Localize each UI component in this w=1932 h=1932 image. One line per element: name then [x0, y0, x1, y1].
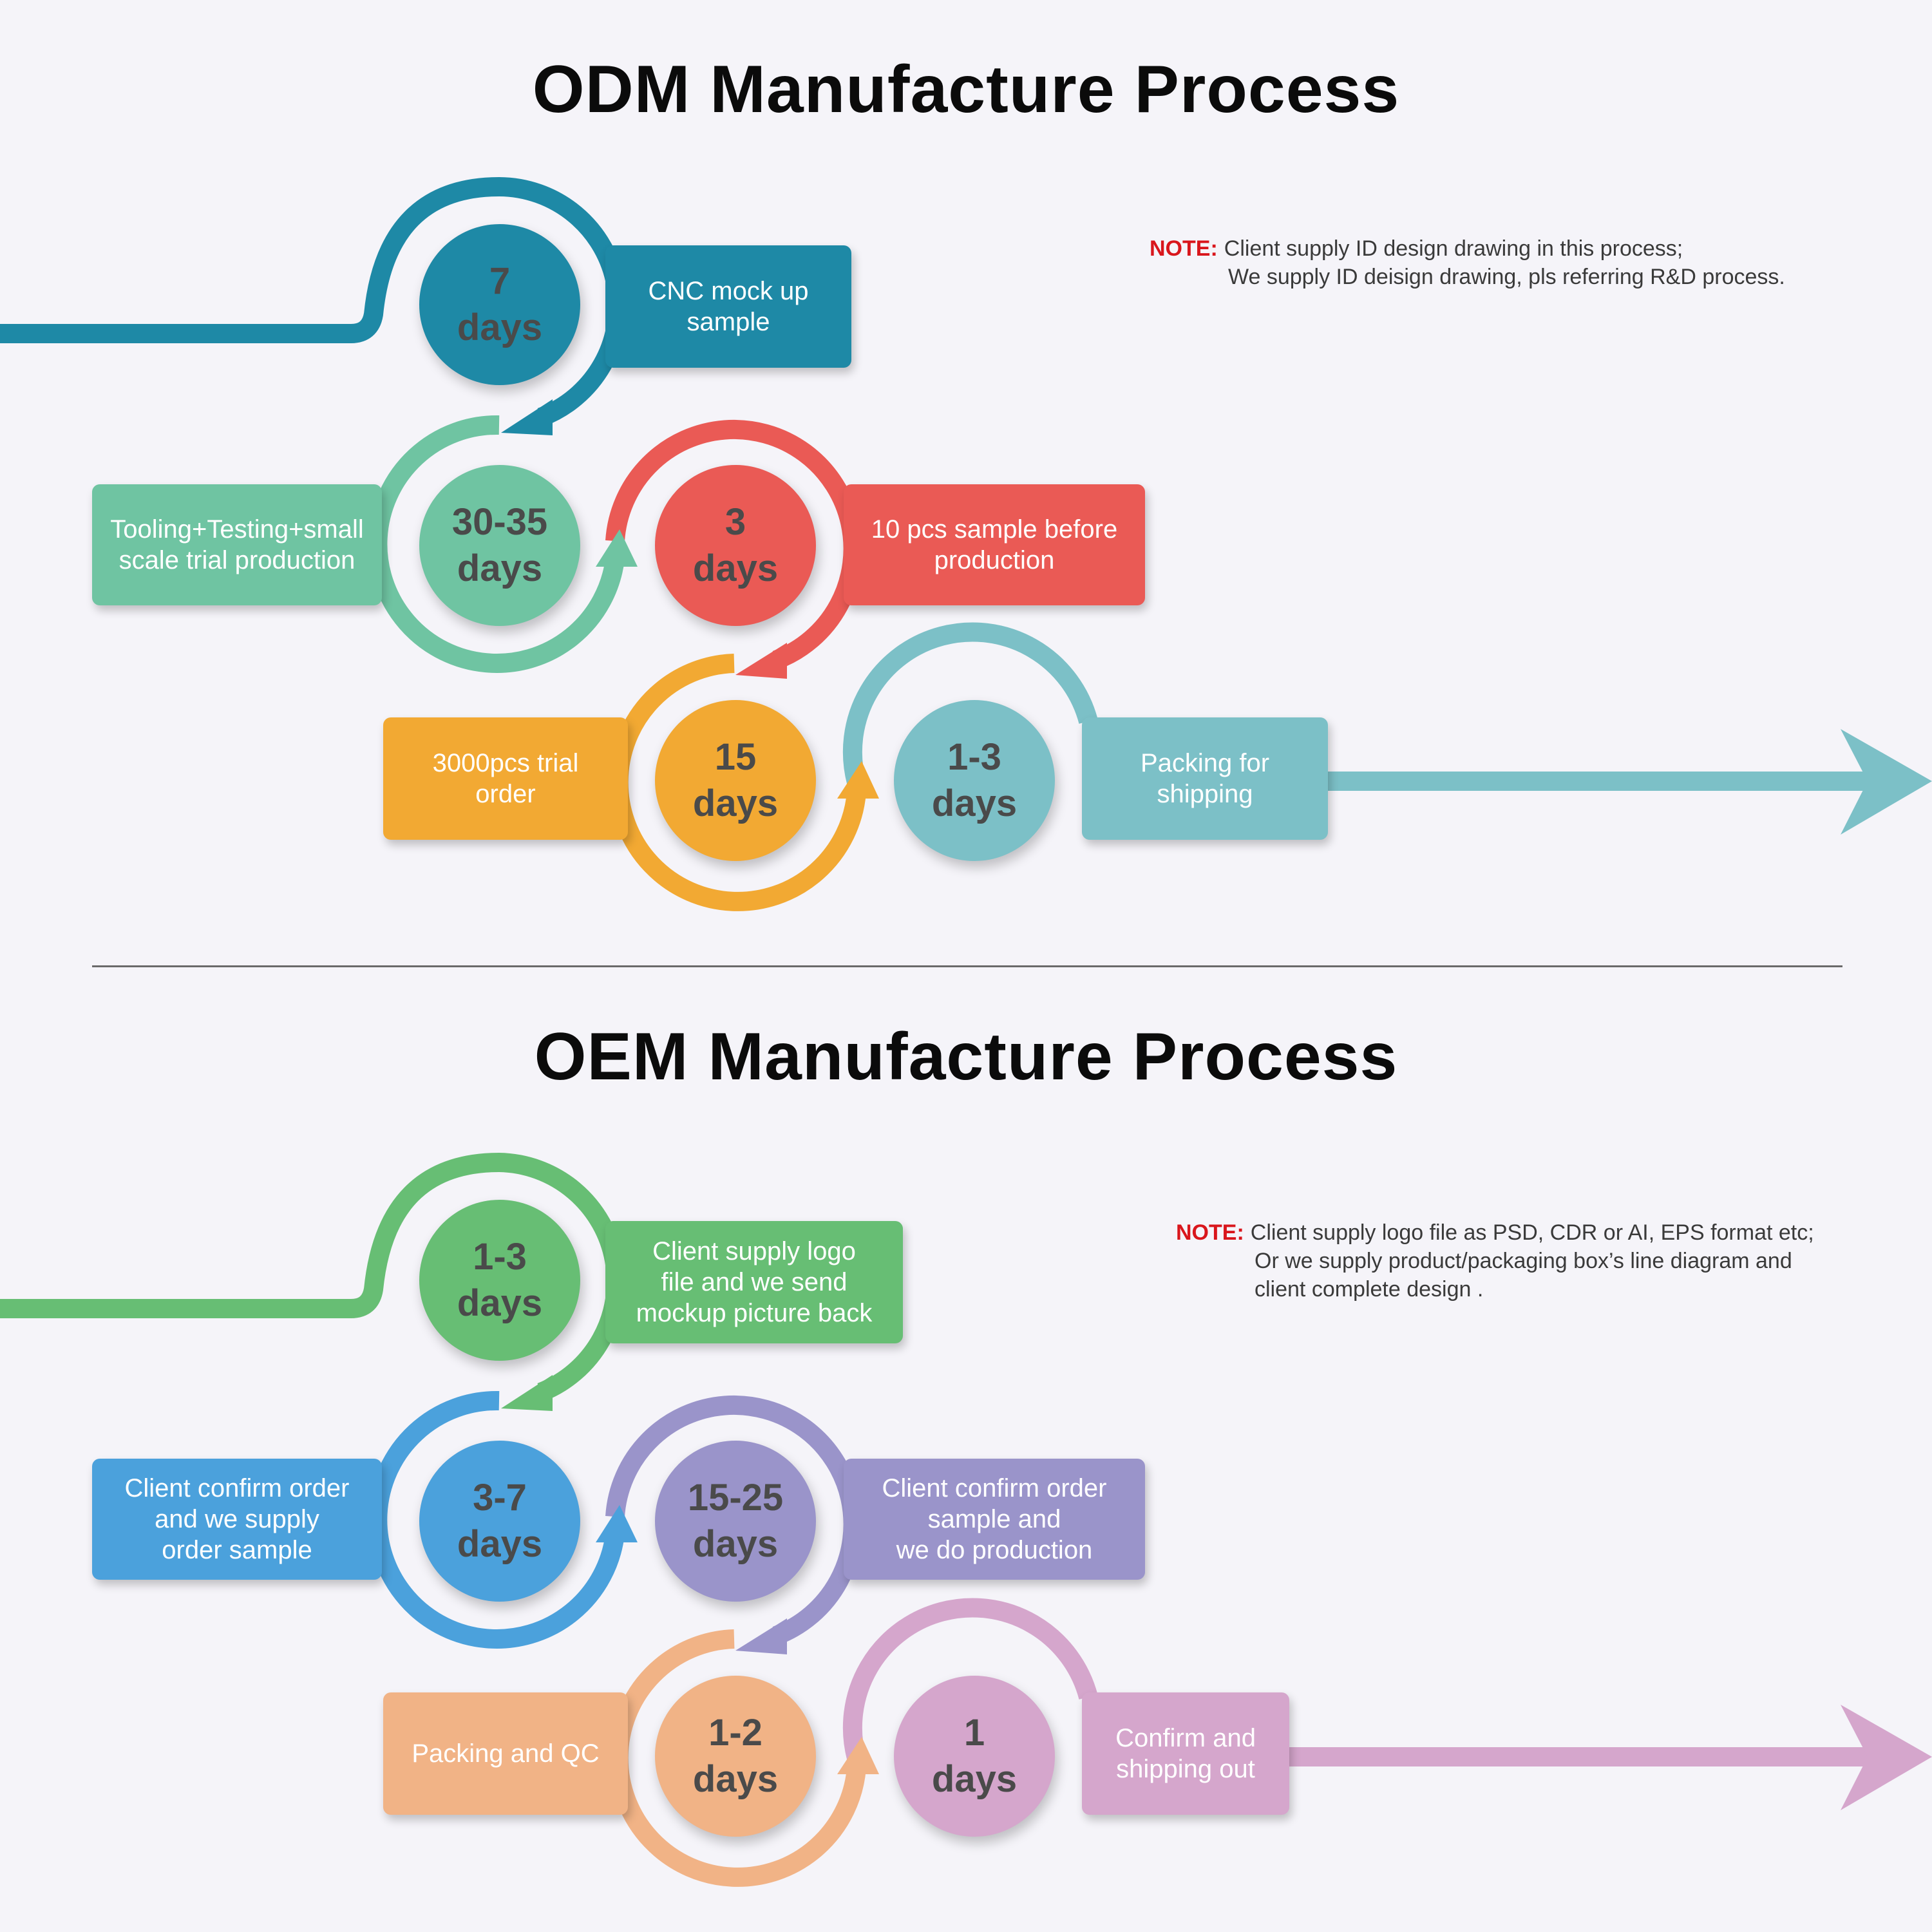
oem-arrowhead-1	[501, 1375, 553, 1411]
odm-note-line: We supply ID deisign drawing, pls referr…	[1228, 265, 1785, 289]
odm-note-label: NOTE:	[1150, 236, 1218, 261]
odm-ring-2	[368, 415, 625, 673]
oem-step-3-label-box: Client confirm order sample and we do pr…	[844, 1459, 1145, 1580]
oem-step-2-label-box: Client confirm order and we supply order…	[92, 1459, 382, 1580]
odm-step-2-label: Tooling+Testing+small scale trial produc…	[110, 515, 364, 574]
odm-step-5-duration: 1-3 days	[931, 736, 1018, 824]
odm-arrowhead-1	[501, 399, 553, 435]
odm-step-5-label: Packing for shipping	[1140, 749, 1270, 808]
odm-note: NOTE:Client supply ID design drawing in …	[1150, 234, 1785, 291]
odm-ring-3	[605, 419, 863, 670]
oem-outflow-arrowhead	[1841, 1705, 1932, 1810]
oem-step-2-duration-circle: 3-7 days	[419, 1441, 580, 1602]
oem-arrowhead-3	[735, 1618, 787, 1654]
oem-step-1-duration: 1-3 days	[457, 1236, 543, 1324]
odm-step-1-label-box: CNC mock up sample	[605, 245, 851, 368]
odm-step-1-duration-circle: 7 days	[419, 224, 580, 385]
oem-step-2-duration: 3-7 days	[457, 1477, 543, 1565]
oem-step-5-label: Confirm and shipping out	[1115, 1724, 1256, 1783]
oem-step-1-label: Client supply logo file and we send mock…	[636, 1237, 873, 1327]
odm-step-3-duration-circle: 3 days	[655, 465, 816, 626]
oem-step-4-duration-circle: 1-2 days	[655, 1676, 816, 1837]
odm-note-line: Client supply ID design drawing in this …	[1224, 236, 1683, 261]
odm-ring-5	[842, 622, 1098, 785]
oem-title: OEM Manufacture Process	[534, 1019, 1398, 1094]
oem-note-line: Or we supply product/packaging box’s lin…	[1255, 1249, 1792, 1273]
odm-step-5-label-box: Packing for shipping	[1082, 717, 1328, 840]
oem-step-4-duration: 1-2 days	[692, 1712, 779, 1800]
oem-arrowhead-2	[596, 1505, 638, 1542]
odm-step-3-label: 10 pcs sample before production	[871, 515, 1118, 574]
odm-title: ODM Manufacture Process	[532, 52, 1400, 127]
oem-step-5-label-box: Confirm and shipping out	[1082, 1692, 1289, 1815]
section-divider	[92, 965, 1842, 967]
oem-lead-in-line	[0, 1152, 626, 1401]
odm-ring-4	[609, 654, 866, 911]
oem-step-4-label-box: Packing and QC	[383, 1692, 628, 1815]
odm-step-4-duration: 15 days	[692, 736, 779, 824]
odm-step-1-label: CNC mock up sample	[648, 277, 809, 336]
odm-step-5-duration-circle: 1-3 days	[894, 700, 1055, 861]
odm-arrowhead-3	[735, 643, 787, 679]
odm-step-2-duration-circle: 30-35 days	[419, 465, 580, 626]
oem-step-4-label: Packing and QC	[412, 1739, 600, 1768]
oem-note: NOTE:Client supply logo file as PSD, CDR…	[1176, 1218, 1814, 1303]
odm-step-3-label-box: 10 pcs sample before production	[844, 484, 1145, 605]
oem-arrowhead-4	[837, 1737, 879, 1774]
oem-step-1-label-box: Client supply logo file and we send mock…	[605, 1221, 903, 1343]
odm-step-1-duration: 7 days	[457, 260, 543, 348]
oem-note-line: client complete design .	[1255, 1277, 1484, 1302]
odm-step-4-label: 3000pcs trial order	[432, 749, 579, 808]
odm-arrowhead-2	[596, 529, 638, 567]
odm-lead-in-line	[0, 176, 628, 427]
odm-outflow-arrowhead	[1841, 729, 1932, 835]
oem-step-2-label: Client confirm order and we supply order…	[124, 1474, 350, 1564]
odm-step-4-duration-circle: 15 days	[655, 700, 816, 861]
oem-note-line: Client supply logo file as PSD, CDR or A…	[1250, 1220, 1814, 1245]
oem-ring-5	[842, 1598, 1098, 1761]
oem-step-3-label: Client confirm order sample and we do pr…	[882, 1474, 1107, 1564]
oem-ring-4	[609, 1629, 866, 1887]
odm-step-3-duration: 3 days	[692, 501, 779, 589]
odm-arrowhead-4	[837, 761, 879, 799]
oem-ring-3	[605, 1395, 863, 1645]
odm-step-2-label-box: Tooling+Testing+small scale trial produc…	[92, 484, 382, 605]
oem-ring-2	[368, 1390, 625, 1649]
odm-step-2-duration: 30-35 days	[451, 501, 548, 589]
odm-step-4-label-box: 3000pcs trial order	[383, 717, 628, 840]
oem-step-5-duration: 1 days	[931, 1712, 1018, 1800]
oem-step-5-duration-circle: 1 days	[894, 1676, 1055, 1837]
oem-step-1-duration-circle: 1-3 days	[419, 1200, 580, 1361]
oem-step-3-duration-circle: 15-25 days	[655, 1441, 816, 1602]
oem-note-label: NOTE:	[1176, 1220, 1244, 1245]
oem-step-3-duration: 15-25 days	[687, 1477, 784, 1565]
